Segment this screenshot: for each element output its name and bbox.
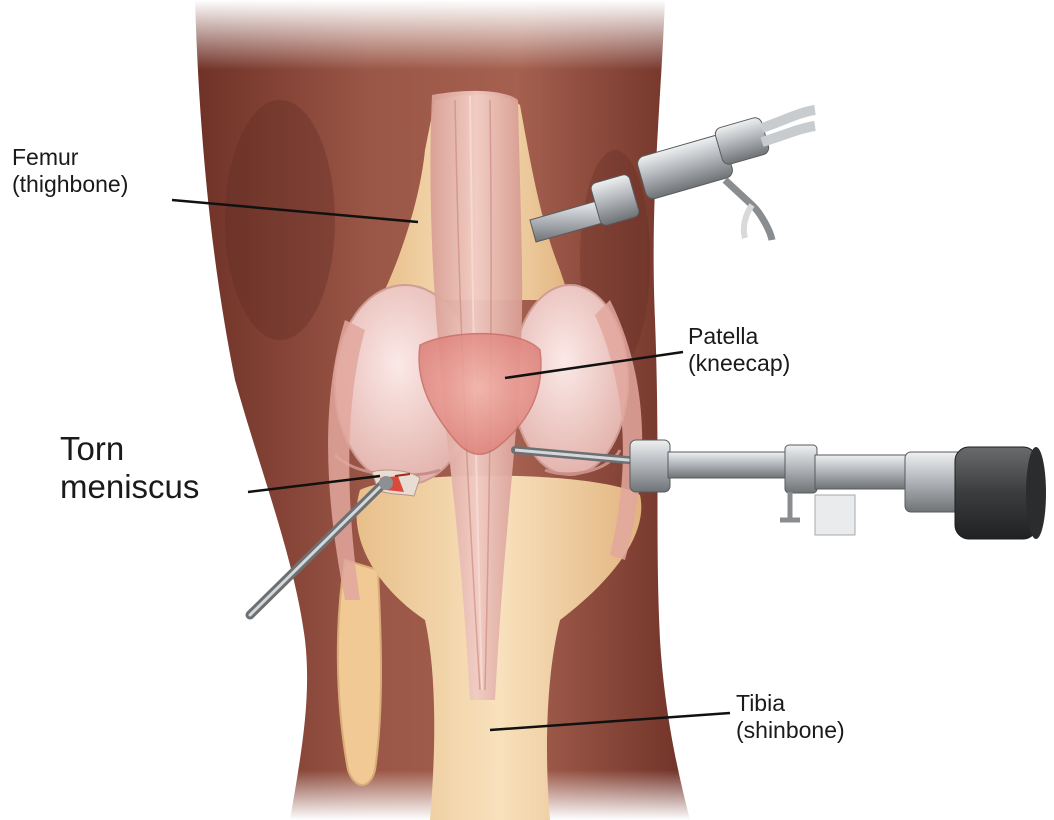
patella-label-common: (kneecap) [688,350,790,377]
patella-label-name: Patella [688,323,790,350]
torn-meniscus-label-line1: Torn [60,430,199,468]
femur-label: Femur (thighbone) [12,144,128,198]
tibia-label: Tibia (shinbone) [736,690,845,744]
femur-label-name: Femur [12,144,128,171]
tibia-label-name: Tibia [736,690,845,717]
torn-meniscus-label-line2: meniscus [60,468,199,506]
torn-meniscus-label: Torn meniscus [60,430,199,506]
patella-label: Patella (kneecap) [688,323,790,377]
tibia-label-common: (shinbone) [736,717,845,744]
femur-label-common: (thighbone) [12,171,128,198]
